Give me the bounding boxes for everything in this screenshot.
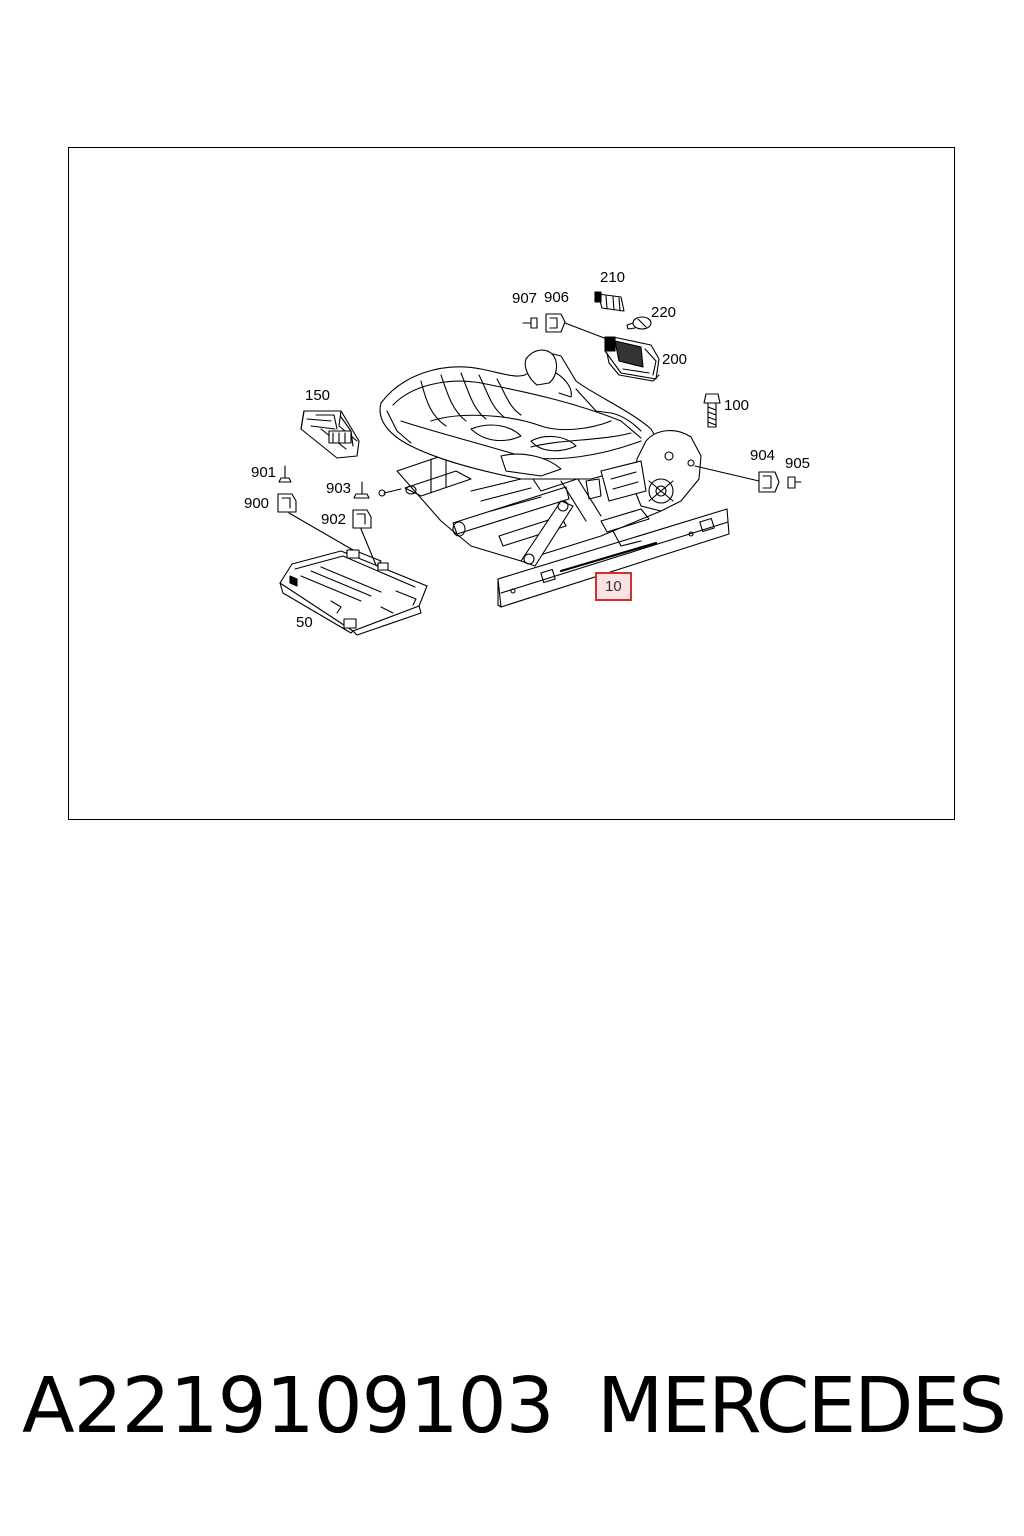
seat-rail	[497, 508, 730, 608]
callout-900: 900	[244, 495, 270, 512]
part-901-pin	[278, 465, 292, 483]
part-905-pin	[787, 476, 802, 489]
part-150-connector	[300, 410, 360, 459]
callout-903: 903	[326, 480, 352, 497]
callout-50: 50	[296, 614, 313, 631]
callout-901: 901	[251, 464, 277, 481]
part-210-connector	[594, 291, 625, 312]
part-906-clip	[545, 313, 566, 333]
callout-906: 906	[544, 289, 570, 306]
callout-905: 905	[785, 455, 811, 472]
part-904-clip	[758, 471, 780, 493]
callout-100: 100	[724, 397, 750, 414]
part-200-switch	[604, 336, 660, 382]
callout-220: 220	[651, 304, 677, 321]
callout-10-highlighted[interactable]: 10	[595, 572, 632, 601]
callout-150: 150	[305, 387, 331, 404]
part-50-module	[279, 548, 428, 636]
callout-902: 902	[321, 511, 347, 528]
callout-904: 904	[750, 447, 776, 464]
callout-907: 907	[512, 290, 538, 307]
parts-diagram-frame: 210 907 906 220 200 150 100 904 905 901 …	[68, 147, 955, 820]
part-900-clip	[277, 493, 297, 513]
part-902-clip	[352, 509, 372, 529]
recliner-gear-plate	[585, 430, 702, 512]
seat-pan-frame	[379, 349, 662, 480]
part-number-text: A2219109103	[22, 1362, 555, 1451]
part-100-bolt	[703, 393, 721, 428]
leader-lines	[288, 322, 760, 571]
part-907-pin	[522, 317, 538, 329]
seat-frame-exploded-drawing	[277, 291, 802, 636]
part-903-pin	[353, 481, 370, 499]
brand-text: MERCEDES	[597, 1362, 1007, 1451]
callout-210: 210	[600, 269, 626, 286]
callout-200: 200	[662, 351, 688, 368]
part-220-bulb	[626, 316, 652, 330]
